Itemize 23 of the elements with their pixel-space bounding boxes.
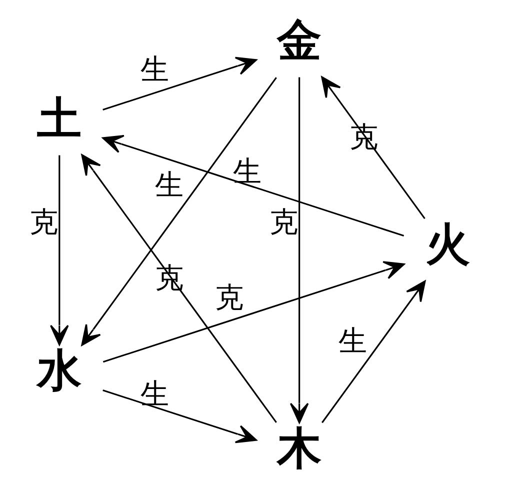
edge-label: 生	[338, 324, 367, 358]
arrow	[102, 134, 404, 237]
arrow	[80, 77, 276, 346]
node-text: 木	[276, 421, 322, 474]
edge-label: 克	[269, 204, 298, 238]
node-text: 水	[36, 344, 82, 397]
edge-label: 生	[140, 376, 170, 410]
arrow	[102, 56, 256, 110]
edge-label: 生	[140, 52, 170, 86]
edge-label: 克	[214, 280, 244, 314]
arrow	[50, 155, 68, 346]
arrow	[102, 390, 256, 444]
arrow	[80, 154, 276, 423]
edge-label: 生	[154, 168, 184, 202]
edge-label: 生	[232, 154, 262, 188]
edge-label: 克	[29, 204, 58, 238]
node-text: 火	[424, 217, 470, 270]
node-text: 土	[36, 91, 82, 144]
arrow	[320, 76, 425, 220]
arrow	[102, 261, 404, 363]
node-text: 金	[276, 13, 322, 66]
arrow	[321, 280, 426, 424]
arrow	[289, 77, 308, 424]
